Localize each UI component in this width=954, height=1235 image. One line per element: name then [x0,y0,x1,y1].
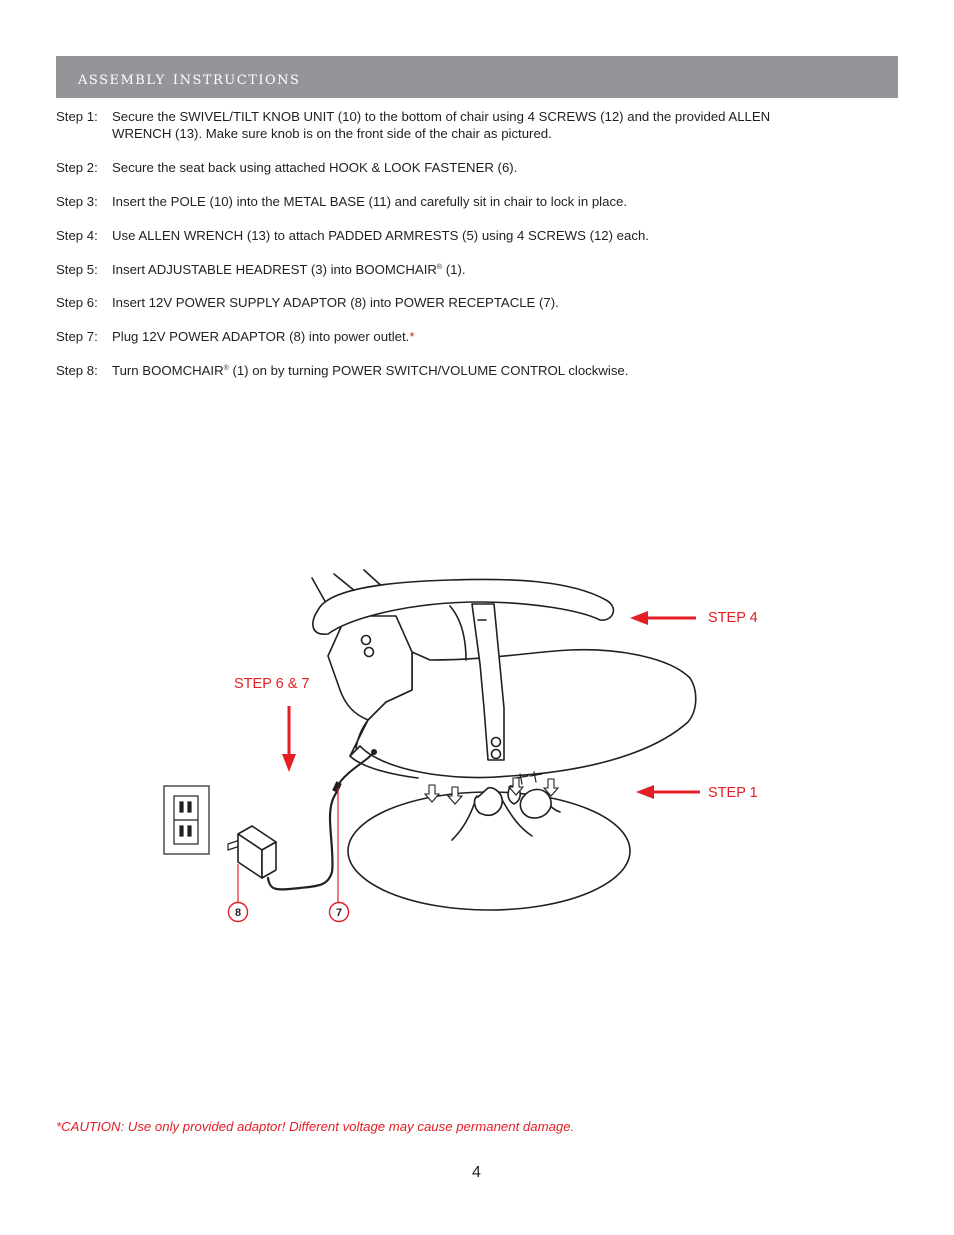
seat-shell-edge [349,755,419,779]
step-label: Step 4: [56,228,98,243]
step-text: Plug 12V POWER ADAPTOR (8) into power ou… [112,328,852,345]
screw-hole [490,736,502,748]
left-arrow-icon [630,611,648,625]
screw-hole [360,634,372,646]
down-arrow-icon [423,784,441,803]
armrest-strap-left [327,615,413,721]
outlet-slot [179,825,184,837]
screw-hole [490,748,502,760]
badge-label: 7 [336,907,342,919]
step-text: Insert 12V POWER SUPPLY ADAPTOR (8) into… [112,295,559,310]
caution-note: *CAUTION: Use only provided adaptor! Dif… [56,1119,575,1134]
step-text-main: Plug 12V POWER ADAPTOR (8) into power ou… [112,329,410,344]
step-text-line: WRENCH (13). Make sure knob is on the fr… [112,126,552,141]
down-arrow-icon [507,777,525,796]
power-receptacle [371,749,377,755]
step-text: Turn BOOMCHAIR® (1) on by turning POWER … [112,362,852,379]
caution-asterisk: * [409,329,415,344]
registered-mark: ® [223,365,229,372]
assembly-illustration: 8 7 STEP 4 STEP 1 STEP 6 & 7 [163,569,758,923]
wall-outlet [163,785,210,855]
step-text: Secure the seat back using attached HOOK… [112,160,518,175]
step-text-pre: Insert ADJUSTABLE HEADREST (3) into BOOM… [112,262,437,277]
step-text-line: Secure the SWIVEL/TILT KNOB UNIT (10) to… [112,109,771,124]
badge-label: 8 [235,907,241,919]
seat-shell [349,648,697,779]
badge-adaptor: 8 [227,901,249,923]
step-text: Insert the POLE (10) into the METAL BASE… [112,194,628,209]
step-label: Step 7: [56,329,98,344]
callout-step1: STEP 1 [636,785,758,801]
step-text-pre: Turn BOOMCHAIR [112,363,224,378]
callout-label: STEP 1 [708,785,758,801]
outlet-slot [187,825,192,837]
step-label: Step 5: [56,262,98,277]
callout-label: STEP 6 & 7 [234,676,310,692]
step-text: Insert ADJUSTABLE HEADREST (3) into BOOM… [112,261,852,278]
down-arrow-icon [282,754,296,772]
callout-step4: STEP 4 [630,610,758,626]
section-header-bar: Assembly Instructions [56,56,898,98]
section-title: Assembly Instructions [78,68,301,89]
step-label: Step 6: [56,295,98,310]
outlet-slot [187,801,192,813]
left-arrow-icon [636,785,654,799]
registered-mark: ® [436,264,443,271]
receptacle-plug [332,781,342,793]
chair-drawing [311,569,697,911]
badge-receptacle: 7 [328,901,350,923]
step-text: Use ALLEN WRENCH (13) to attach PADDED A… [112,228,649,243]
step-text-post: (1). [442,262,466,277]
power-adaptor [227,825,277,879]
outlet-slot [179,801,184,813]
step-label: Step 2: [56,160,98,175]
padded-armrest [312,578,615,635]
step-label: Step 1: [56,109,98,124]
adaptor-cord [266,788,340,891]
screw-direction-arrows [423,777,560,805]
step-label: Step 3: [56,194,98,209]
screw-hole [363,646,375,658]
step-label: Step 8: [56,363,98,378]
down-arrow-icon [446,786,464,805]
adaptor-side [261,841,277,879]
down-arrow-icon [542,778,560,797]
step-text: Secure the SWIVEL/TILT KNOB UNIT (10) to… [112,108,852,142]
screw [529,771,543,783]
chair-back-edge [449,605,467,661]
callout-step67: STEP 6 & 7 [234,676,310,772]
armrest-strap-right [471,603,505,761]
page-number: 4 [472,1164,481,1181]
tilt-knob [473,786,504,817]
callout-label: STEP 4 [708,610,758,626]
seat-shell-edge [355,719,369,749]
swivel-knob [519,788,552,819]
step-text-post: (1) on by turning POWER SWITCH/VOLUME CO… [228,363,629,378]
